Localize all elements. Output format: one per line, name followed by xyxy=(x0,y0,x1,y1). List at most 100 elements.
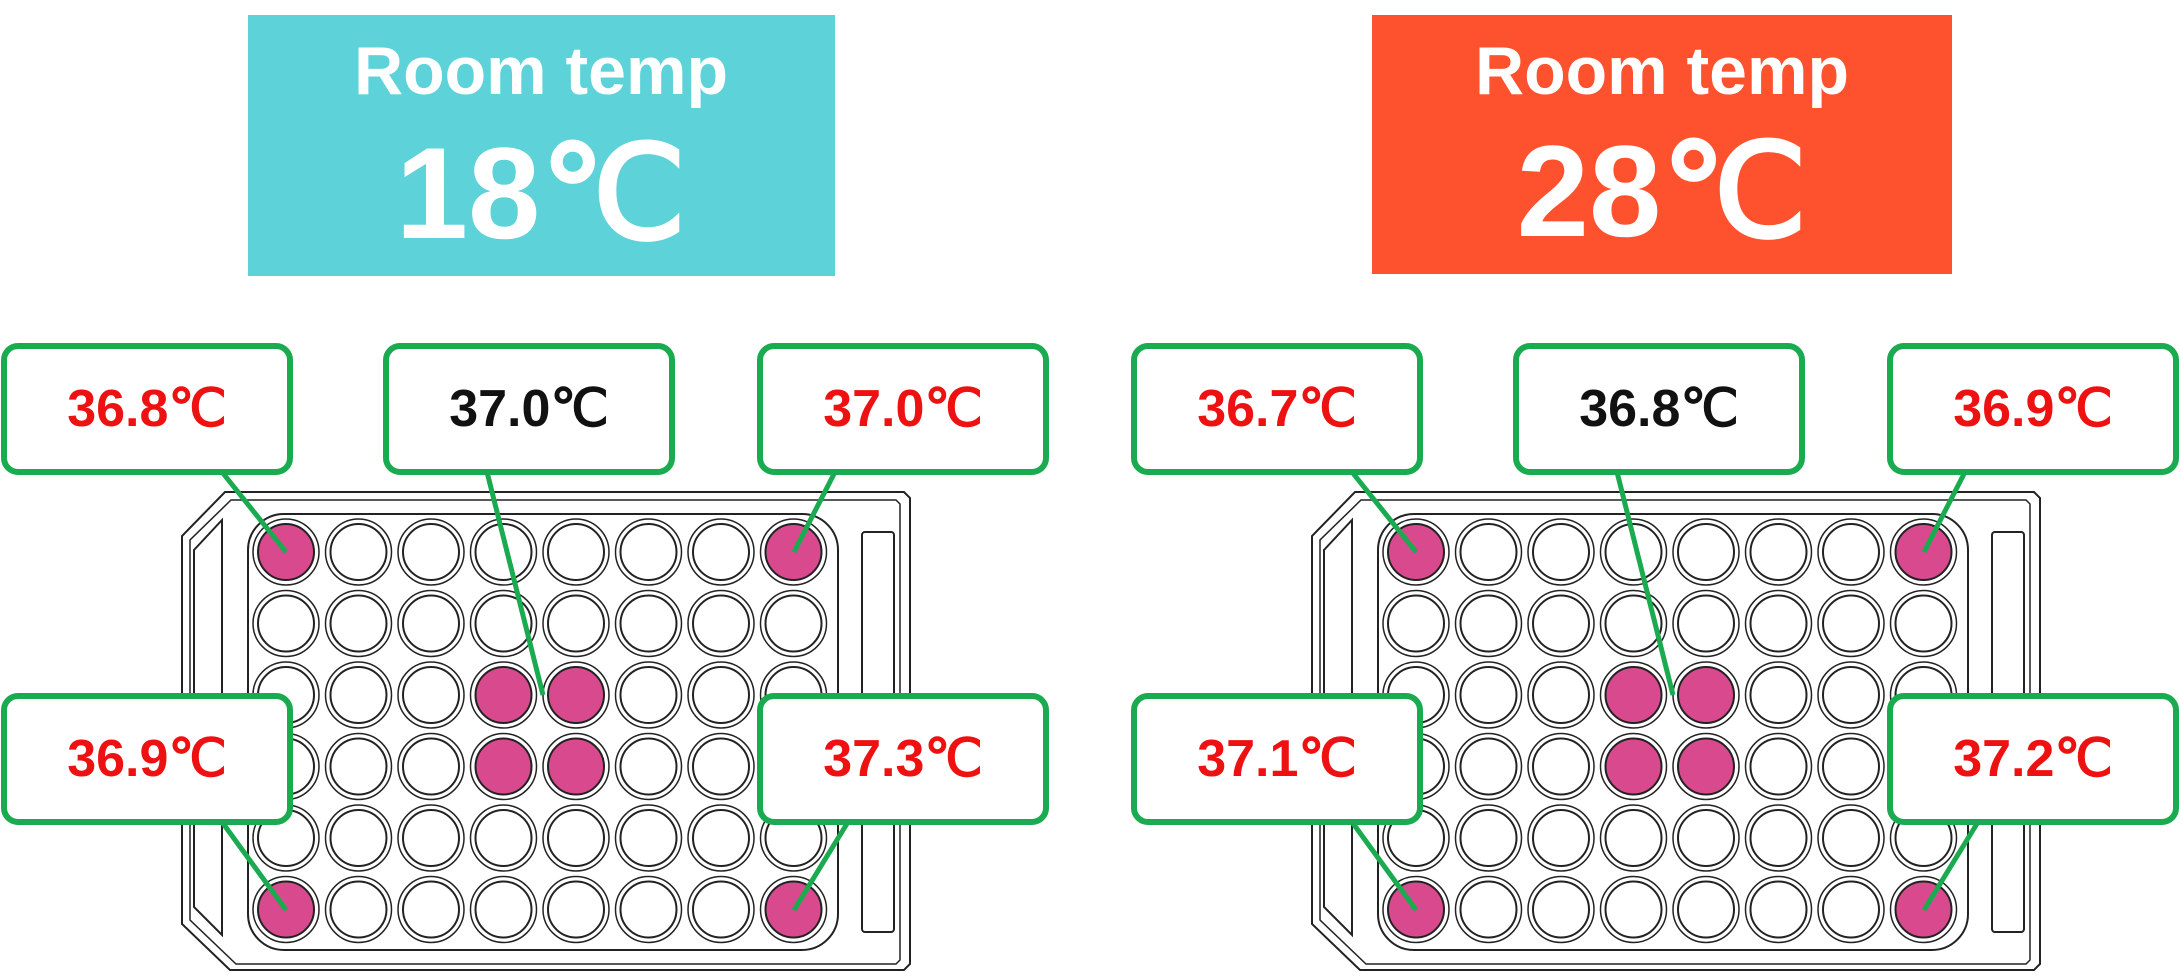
well-grid xyxy=(1382,518,1958,944)
panel-room-temp-28: Room temp 28℃ 36.7℃ 36.8℃ 36.9℃ xyxy=(1131,15,2179,971)
well xyxy=(1604,809,1663,867)
callout-bottom-right-28: 37.2℃ xyxy=(1887,693,2179,825)
well-measured xyxy=(547,666,605,724)
well xyxy=(619,809,678,867)
well xyxy=(1604,880,1663,939)
header-title-18: Room temp xyxy=(354,33,728,109)
svg-text:37.0℃: 37.0℃ xyxy=(823,380,983,438)
header-box-28 xyxy=(1372,15,1952,274)
panel-room-temp-18: Room temp 18℃ 36.8℃ xyxy=(1,15,1049,971)
well xyxy=(1749,809,1808,867)
well xyxy=(619,523,678,581)
well xyxy=(1822,809,1880,867)
well xyxy=(1749,523,1808,581)
svg-text:37.2℃: 37.2℃ xyxy=(1953,730,2113,788)
well-measured xyxy=(1604,666,1663,724)
well xyxy=(402,523,460,581)
callout-top-left-28: 36.7℃ xyxy=(1131,343,1423,475)
well xyxy=(1749,666,1808,724)
callout-top-right-18: 37.0℃ xyxy=(757,343,1049,475)
svg-text:36.9℃: 36.9℃ xyxy=(1953,380,2113,438)
well xyxy=(619,594,678,653)
svg-text:37.0℃: 37.0℃ xyxy=(449,380,609,438)
well xyxy=(1894,594,1953,653)
header-temperature-28: 28℃ xyxy=(1517,118,1808,264)
well xyxy=(1822,523,1880,581)
well-measured xyxy=(1677,666,1735,724)
well xyxy=(1459,809,1518,867)
svg-text:36.7℃: 36.7℃ xyxy=(1197,380,1357,438)
callout-bottom-left-28: 37.1℃ xyxy=(1131,693,1423,825)
well xyxy=(619,880,678,939)
connector-top-right xyxy=(791,470,838,554)
well xyxy=(329,523,388,581)
well xyxy=(1532,523,1590,581)
well xyxy=(1749,880,1808,939)
plate-inner-outline xyxy=(189,499,901,965)
callout-top-center-28: 36.8℃ xyxy=(1513,343,1805,475)
callout-bottom-left-18: 36.9℃ xyxy=(1,693,293,825)
well xyxy=(1459,523,1518,581)
well-plate-28 xyxy=(1311,491,2041,971)
well xyxy=(764,594,823,653)
well xyxy=(547,523,605,581)
connector-bottom-left xyxy=(1349,820,1419,912)
well-measured xyxy=(474,737,533,796)
well-measured xyxy=(1677,737,1735,796)
well xyxy=(1604,594,1663,653)
well xyxy=(402,594,460,653)
well xyxy=(1459,666,1518,724)
connector-top-right xyxy=(1921,470,1968,554)
connector-top-center xyxy=(484,471,546,696)
well xyxy=(402,737,460,796)
header-box-18 xyxy=(248,15,835,276)
well xyxy=(329,880,388,939)
well xyxy=(1822,737,1880,796)
connector-top-left xyxy=(220,470,288,554)
well xyxy=(692,809,750,867)
connector-bottom-right xyxy=(791,820,851,912)
well xyxy=(474,880,533,939)
well-measured xyxy=(764,523,823,581)
well-measured xyxy=(547,737,605,796)
well xyxy=(1677,523,1735,581)
well xyxy=(402,666,460,724)
well xyxy=(1459,880,1518,939)
well xyxy=(1532,880,1590,939)
well xyxy=(1604,523,1663,581)
header-title-28: Room temp xyxy=(1475,33,1849,109)
well xyxy=(619,666,678,724)
well xyxy=(547,809,605,867)
svg-text:36.8℃: 36.8℃ xyxy=(1579,380,1739,438)
well xyxy=(1459,594,1518,653)
well xyxy=(329,809,388,867)
well xyxy=(329,666,388,724)
well xyxy=(1532,594,1590,653)
well xyxy=(547,880,605,939)
well xyxy=(1532,666,1590,724)
well xyxy=(692,880,750,939)
well xyxy=(402,880,460,939)
callout-top-right-28: 36.9℃ xyxy=(1887,343,2179,475)
plate-inner-outline xyxy=(1319,499,2031,965)
well xyxy=(1822,880,1880,939)
callout-top-left-18: 36.8℃ xyxy=(1,343,293,475)
well xyxy=(692,737,750,796)
well xyxy=(1749,737,1808,796)
well xyxy=(1822,666,1880,724)
callout-connectors-18 xyxy=(219,470,851,912)
well xyxy=(1677,880,1735,939)
well xyxy=(329,594,388,653)
well xyxy=(1677,594,1735,653)
well xyxy=(1532,737,1590,796)
well xyxy=(474,594,533,653)
well xyxy=(474,809,533,867)
connector-bottom-left xyxy=(219,820,289,912)
well xyxy=(547,594,605,653)
connector-bottom-right xyxy=(1921,820,1981,912)
well-measured xyxy=(1894,523,1953,581)
callout-top-center-18: 37.0℃ xyxy=(383,343,675,475)
well xyxy=(402,809,460,867)
well xyxy=(257,594,315,653)
